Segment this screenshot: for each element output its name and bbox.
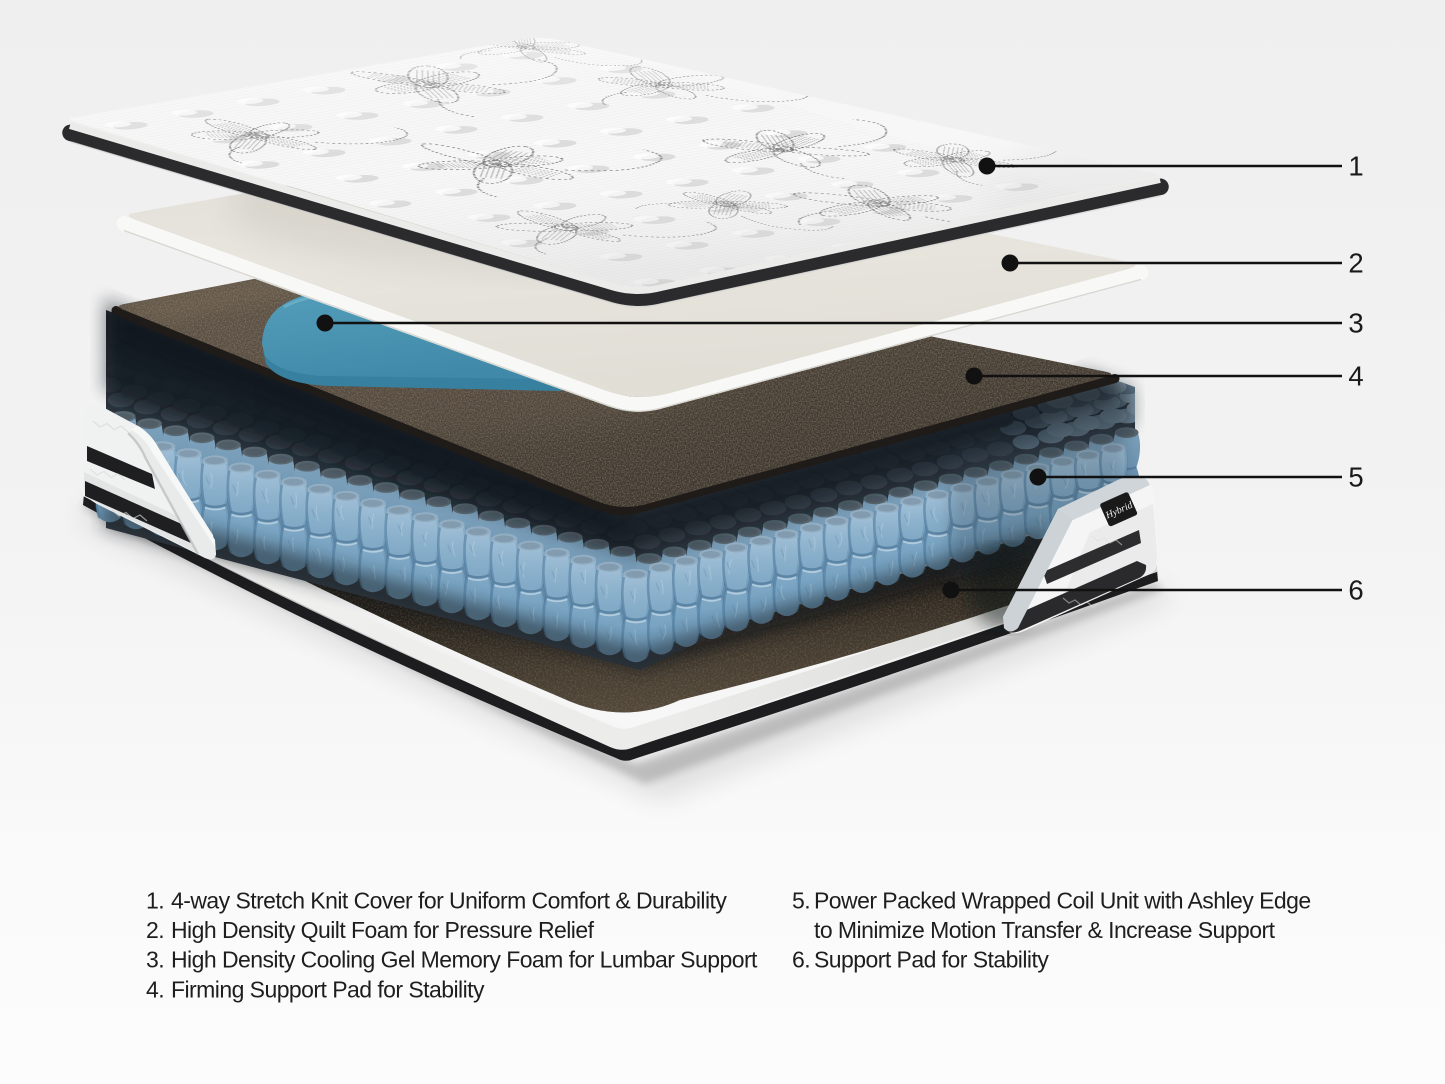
svg-text:Power Packed Wrapped Coil Unit: Power Packed Wrapped Coil Unit with Ashl… <box>814 888 1311 914</box>
svg-text:4-way Stretch Knit Cover for U: 4-way Stretch Knit Cover for Uniform Com… <box>171 888 727 914</box>
svg-text:1: 1 <box>1348 151 1363 182</box>
svg-text:to Minimize Motion Transfer &: to Minimize Motion Transfer & Increase S… <box>814 917 1276 943</box>
svg-text:2: 2 <box>1348 248 1363 279</box>
svg-text:5: 5 <box>1348 462 1363 493</box>
svg-text:High Density Cooling Gel Memor: High Density Cooling Gel Memory Foam for… <box>171 947 758 973</box>
svg-text:6: 6 <box>1348 575 1363 606</box>
svg-text:3.: 3. <box>146 947 164 973</box>
svg-text:3: 3 <box>1348 308 1363 339</box>
svg-text:Support Pad for Stability: Support Pad for Stability <box>814 947 1049 973</box>
svg-text:1.: 1. <box>146 888 164 914</box>
svg-text:6.: 6. <box>792 947 810 973</box>
svg-text:Firming Support Pad for Stabil: Firming Support Pad for Stability <box>171 976 485 1002</box>
svg-text:5.: 5. <box>792 888 810 914</box>
svg-text:4: 4 <box>1348 361 1363 392</box>
svg-text:4.: 4. <box>146 976 164 1002</box>
svg-text:High Density Quilt Foam for Pr: High Density Quilt Foam for Pressure Rel… <box>171 917 595 943</box>
svg-text:2.: 2. <box>146 917 164 943</box>
